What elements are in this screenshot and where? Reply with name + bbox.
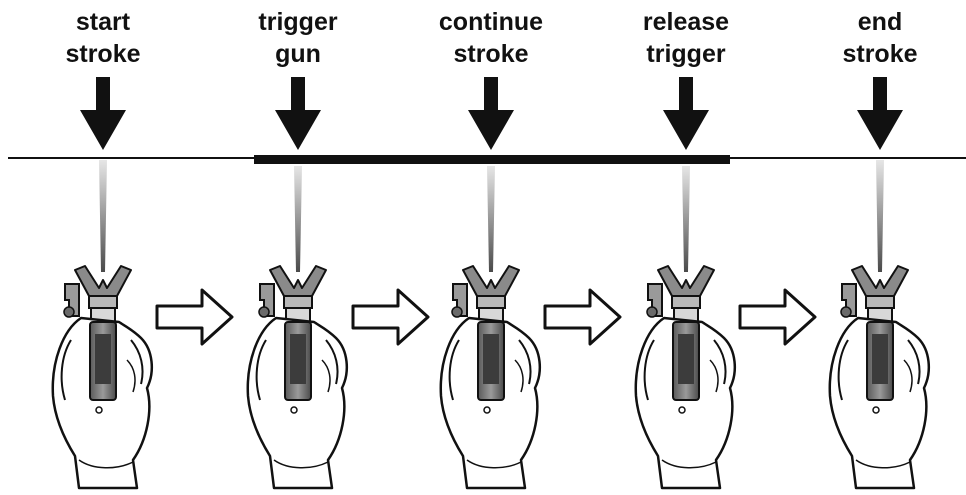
spray-fan xyxy=(876,160,884,272)
step-label-line2: trigger xyxy=(646,40,725,68)
step-trigger-gun: trigger gun xyxy=(258,8,338,272)
step-label-line1: start xyxy=(76,8,131,36)
spray-gun-hand-icon xyxy=(634,264,737,490)
hollow-right-arrow-icon xyxy=(738,288,817,346)
hollow-right-arrow-icon xyxy=(351,288,430,346)
step-label-line2: gun xyxy=(275,40,321,68)
step-release-trigger: release trigger xyxy=(643,8,729,272)
step-label-line1: release xyxy=(643,8,729,36)
step-label-line1: continue xyxy=(439,8,543,36)
down-arrow-icon xyxy=(275,77,321,150)
down-arrow-icon xyxy=(663,77,709,150)
down-arrow-icon xyxy=(80,77,126,150)
step-label-line2: stroke xyxy=(65,40,140,68)
step-label-line1: end xyxy=(858,8,902,36)
spray-fan xyxy=(99,160,107,272)
hollow-right-arrow-icon xyxy=(155,288,234,346)
spray-fan xyxy=(294,166,302,272)
step-label-line2: stroke xyxy=(842,40,917,68)
spray-fan xyxy=(682,166,690,272)
spray-gun-hand-icon xyxy=(246,264,349,490)
painted-area-bar xyxy=(254,155,730,164)
down-arrow-icon xyxy=(857,77,903,150)
spray-gun-hand-icon xyxy=(439,264,542,490)
step-end-stroke: end stroke xyxy=(842,8,918,272)
step-start-stroke: start stroke xyxy=(65,8,141,272)
step-label-line1: trigger xyxy=(258,8,337,36)
hollow-right-arrow-icon xyxy=(543,288,622,346)
down-arrow-icon xyxy=(468,77,514,150)
spray-fan xyxy=(487,166,495,272)
step-continue-stroke: continue stroke xyxy=(439,8,543,272)
spray-gun-hand-icon xyxy=(828,264,931,490)
step-label-line2: stroke xyxy=(453,40,528,68)
spray-gun-hand-icon xyxy=(51,265,154,490)
